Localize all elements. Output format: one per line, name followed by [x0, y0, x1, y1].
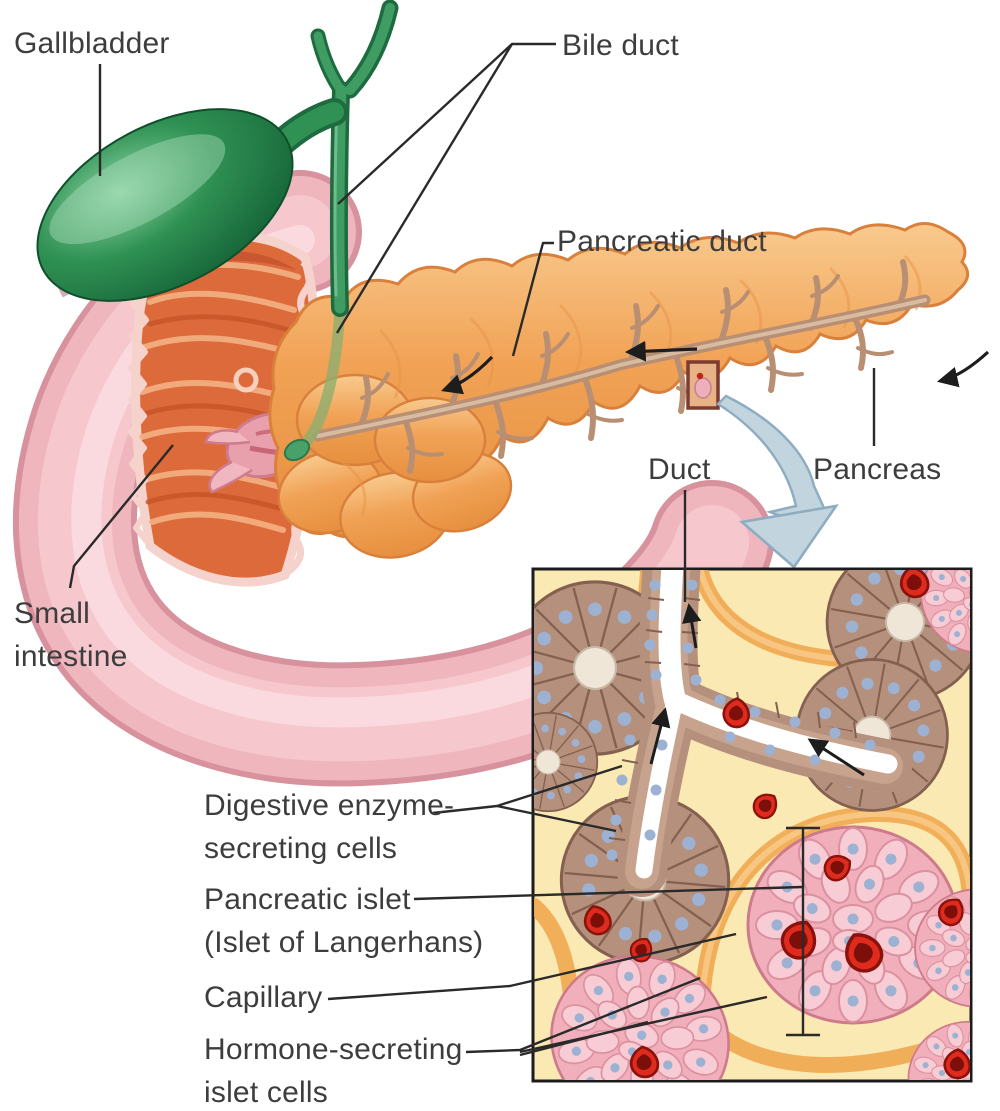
label-small-intestine-line2: intestine — [14, 640, 128, 673]
label-hormone-line2: islet cells — [204, 1076, 328, 1109]
leader-hormone-1 — [465, 976, 701, 1054]
pancreatic-duct-illustration — [312, 259, 931, 474]
flow-arrows — [441, 340, 990, 395]
label-digestive-enzyme-cells: Digestive enzyme- secreting cells — [204, 784, 454, 870]
label-capillary: Capillary — [204, 981, 323, 1014]
leader-bile-duct-2 — [335, 43, 514, 334]
label-gallbladder: Gallbladder — [14, 27, 170, 60]
leader-small-intestine — [68, 444, 174, 589]
label-digestive-line2: secreting cells — [204, 832, 398, 865]
label-duct: Duct — [648, 453, 711, 486]
label-islet-line2: (Islet of Langerhans) — [204, 926, 484, 959]
islet-extent-bracket — [786, 826, 820, 1037]
leader-capillary — [327, 932, 737, 1001]
duct-opening — [283, 438, 311, 462]
label-small-intestine-line1: Small — [14, 597, 91, 630]
label-digestive-line1: Digestive enzyme- — [204, 789, 455, 822]
leader-digestive-2 — [496, 804, 617, 833]
leader-pancreatic-islet — [413, 885, 803, 901]
label-islet-line1: Pancreatic islet — [204, 883, 411, 916]
label-pancreas: Pancreas — [813, 453, 942, 486]
label-bile-duct: Bile duct — [562, 29, 679, 62]
leader-lines — [68, 42, 876, 1057]
inset-micrograph — [531, 567, 973, 1083]
label-hormone-secreting-cells: Hormone-secreting islet cells — [204, 1028, 463, 1111]
leader-hormone-2 — [519, 995, 768, 1054]
pancreas-illustration — [268, 222, 970, 559]
magnified-region-box — [686, 360, 720, 410]
leader-hormone-3 — [519, 1020, 649, 1057]
label-hormone-line1: Hormone-secreting — [204, 1033, 463, 1066]
inset-flow-arrows — [649, 603, 865, 777]
label-pancreatic-duct: Pancreatic duct — [557, 225, 767, 258]
magnify-arrow-icon — [716, 394, 839, 569]
gallbladder-illustration — [36, 98, 348, 302]
label-small-intestine: Small intestine — [14, 592, 128, 678]
leader-pancreatic-duct — [511, 241, 554, 357]
mucosa-fold-ring — [233, 367, 259, 393]
label-pancreatic-islet: Pancreatic islet (Islet of Langerhans) — [204, 878, 483, 964]
